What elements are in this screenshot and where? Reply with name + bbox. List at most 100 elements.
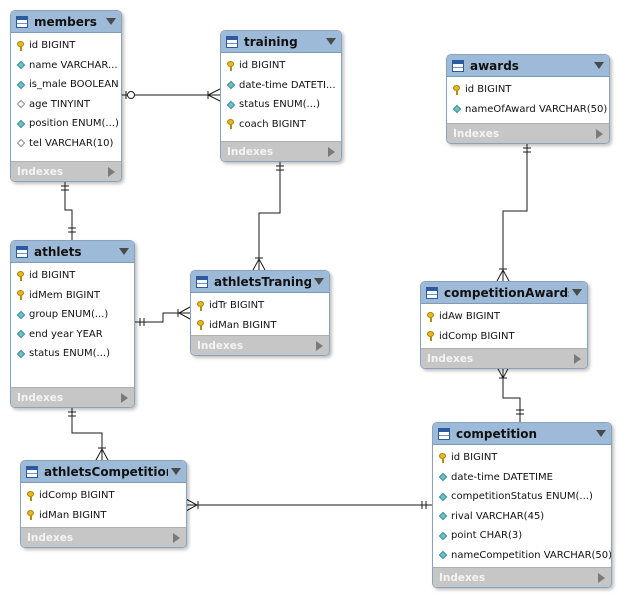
collapse-arrow-icon[interactable] [326,38,336,45]
column-row[interactable]: id BIGINT [433,448,611,468]
column-label: idTr BIGINT [209,300,265,312]
table-header[interactable]: athletsCompetition [21,461,186,483]
column-row[interactable]: idAw BIGINT [421,307,587,327]
column-icon-slot [195,300,206,311]
column-row[interactable]: id BIGINT [447,80,609,100]
collapse-arrow-icon[interactable] [119,248,129,255]
column-row[interactable]: point CHAR(3) [433,526,611,546]
primary-key-icon [197,300,204,311]
column-icon-slot [15,139,26,148]
relationship-training-athletsTraning[interactable] [252,160,284,271]
relationship-athlets-athletsCompetition[interactable] [68,406,109,461]
column-row[interactable]: nameCompetition VARCHAR(50) [433,546,611,566]
collapse-arrow-icon[interactable] [314,278,324,285]
column-icon [16,330,25,339]
indexes-section[interactable]: Indexes [433,567,611,587]
table-header[interactable]: competition [433,423,611,445]
expand-arrow-icon[interactable] [108,166,115,177]
indexes-label: Indexes [17,391,64,404]
table-name: competitionAwards [444,285,569,300]
column-row[interactable]: idComp BIGINT [421,327,587,347]
column-row[interactable]: is_male BOOLEAN [11,75,121,95]
column-row[interactable]: status ENUM(...) [221,95,341,115]
column-label: point CHAR(3) [451,530,523,542]
column-label: competitionStatus ENUM(...) [451,491,593,503]
expand-arrow-icon[interactable] [173,532,180,543]
indexes-section[interactable]: Indexes [421,348,587,368]
column-row[interactable]: coach BIGINT [221,115,341,135]
column-row[interactable]: idTr BIGINT [191,296,329,316]
column-row[interactable]: nameOfAward VARCHAR(50) [447,100,609,120]
expand-arrow-icon[interactable] [328,146,335,157]
indexes-section[interactable]: Indexes [221,141,341,161]
column-row[interactable]: id BIGINT [221,56,341,76]
relationship-competition-competitionAwards[interactable] [496,366,524,422]
collapse-arrow-icon[interactable] [596,430,606,437]
table-name: awards [470,58,519,73]
column-icon-slot [437,551,448,560]
column-row[interactable]: idMan BIGINT [21,506,186,526]
table-header[interactable]: awards [447,55,609,77]
relationship-athlets-athletsTraning[interactable] [134,306,191,326]
expand-arrow-icon[interactable] [598,572,605,583]
column-row[interactable]: idComp BIGINT [21,486,186,506]
column-row[interactable]: end year YEAR [11,325,134,345]
indexes-section[interactable]: Indexes [447,123,609,143]
column-list: idTr BIGINT idMan BIGINT [191,293,329,337]
column-row[interactable]: position ENUM(...) [11,114,121,134]
indexes-section[interactable]: Indexes [11,161,121,181]
indexes-section[interactable]: Indexes [11,387,134,407]
relationship-awards-competitionAwards[interactable] [496,142,531,282]
table-name: athletsTraning [214,274,311,289]
column-row[interactable]: idMem BIGINT [11,286,134,306]
column-row[interactable]: group ENUM(...) [11,305,134,325]
expand-arrow-icon[interactable] [121,392,128,403]
column-row[interactable]: date-time DATETI... [221,76,341,96]
table-name: athletsCompetition [44,464,168,479]
column-row[interactable]: status ENUM(...) [11,344,134,364]
column-row[interactable]: id BIGINT [11,36,121,56]
expand-arrow-icon[interactable] [316,340,323,351]
indexes-section[interactable]: Indexes [191,335,329,355]
column-row[interactable]: competitionStatus ENUM(...) [433,487,611,507]
expand-arrow-icon[interactable] [574,353,581,364]
table-header[interactable]: training [221,31,341,53]
column-row[interactable]: id BIGINT [11,266,134,286]
collapse-arrow-icon[interactable] [572,289,582,296]
column-icon [452,105,461,114]
column-list: id BIGINT nameOfAward VARCHAR(50) [447,77,609,121]
column-row[interactable]: date-time DATETIME [433,468,611,488]
column-row[interactable]: age TINYINT [11,95,121,115]
collapse-arrow-icon[interactable] [106,18,116,25]
collapse-arrow-icon[interactable] [171,468,181,475]
table-header[interactable]: competitionAwards [421,282,587,304]
expand-arrow-icon[interactable] [596,128,603,139]
collapse-arrow-icon[interactable] [594,62,604,69]
relationship-members-athlets[interactable] [61,180,76,240]
table-icon [226,35,238,48]
column-label: nameOfAward VARCHAR(50) [465,103,608,115]
column-icon-slot [15,270,26,281]
indexes-section[interactable]: Indexes [21,527,186,547]
column-row[interactable]: rival VARCHAR(45) [433,507,611,527]
table-header[interactable]: athletsTraning [191,271,329,293]
column-row[interactable]: idMan BIGINT [191,316,329,336]
table-icon [438,427,450,440]
column-label: id BIGINT [29,270,76,282]
table-awards[interactable]: awards id BIGINT nameOfAward VARCHAR(50) In… [446,54,610,144]
table-header[interactable]: athlets [11,241,134,263]
relationship-competition-athletsCompetition[interactable] [185,498,432,512]
column-row[interactable]: tel VARCHAR(10) [11,134,121,154]
column-row[interactable]: name VARCHAR... [11,56,121,76]
table-header[interactable]: members [11,11,121,33]
relationship-members-training[interactable] [121,88,221,102]
